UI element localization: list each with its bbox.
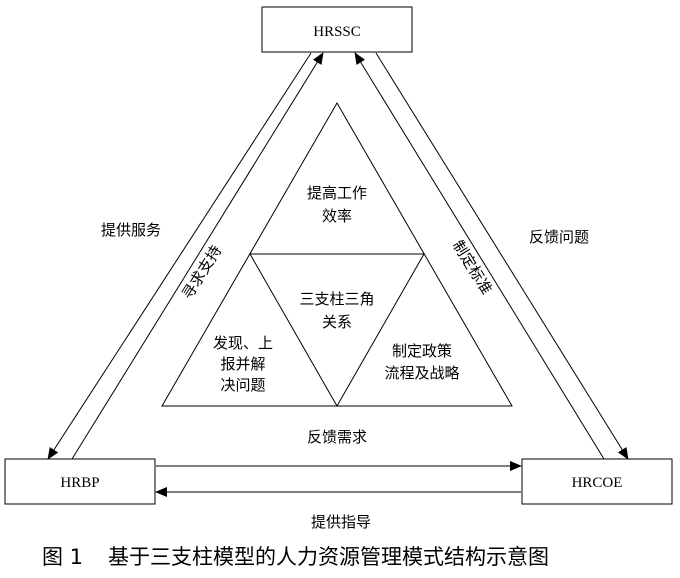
arrow-hrbp-to-hrssc — [71, 52, 324, 460]
arrow-hrcoe-to-hrssc — [354, 52, 605, 460]
hrssc-box — [261, 6, 413, 53]
inverted-center-triangle — [249, 253, 425, 408]
label-seek-support: 寻求支持 — [178, 242, 225, 302]
right-segment-line1: 制定政策 — [392, 342, 452, 360]
top-segment-line1: 提高工作 — [307, 184, 367, 202]
right-segment-line2: 流程及战略 — [384, 364, 459, 382]
label-feedback-issues: 反馈问题 — [529, 228, 589, 246]
figure-title: 基于三支柱模型的人力资源管理模式结构示意图 — [108, 545, 549, 569]
arrow-hrssc-to-hrbp — [47, 52, 312, 460]
left-segment-line3: 决问题 — [220, 376, 265, 394]
hrcoe-label: HRCOE — [572, 475, 623, 491]
label-provide-guidance: 提供指导 — [311, 513, 371, 531]
left-segment-line1: 发现、上 — [213, 334, 273, 352]
center-segment-line2: 关系 — [322, 313, 352, 331]
figure-number: 图 1 — [42, 545, 83, 569]
label-feedback-demand: 反馈需求 — [307, 428, 367, 446]
hrssc-label: HRSSC — [313, 24, 361, 40]
top-segment-line2: 效率 — [322, 207, 352, 225]
label-provide-service: 提供服务 — [101, 221, 161, 239]
label-set-standards: 制定标准 — [449, 237, 496, 297]
center-segment-line1: 三支柱三角 — [299, 290, 374, 308]
left-segment-line2: 报并解 — [220, 355, 265, 373]
hrbp-label: HRBP — [60, 475, 99, 491]
hrbp-box — [4, 458, 156, 505]
hrcoe-box — [521, 458, 673, 505]
arrow-hrssc-to-hrcoe — [375, 52, 629, 460]
